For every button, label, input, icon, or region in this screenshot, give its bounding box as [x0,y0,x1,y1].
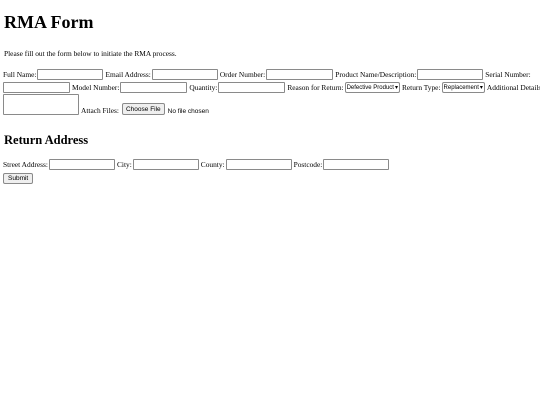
city-label: City: [116,160,132,169]
submit-button[interactable]: Submit [3,173,34,184]
reason-label: Reason for Return: [287,83,344,92]
file-status-text: No file chosen [167,108,209,115]
county-label: County: [200,160,225,169]
chevron-down-icon: ▾ [479,85,483,91]
street-label: Street Address: [3,160,48,169]
full-name-label: Full Name: [3,70,37,79]
choose-file-button[interactable]: Choose File [121,103,165,115]
additional-details-textarea[interactable] [3,94,79,115]
additional-details-label: Additional Details: [486,83,540,92]
model-number-label: Model Number: [72,83,120,92]
email-input[interactable] [151,69,218,80]
serial-number-label: Serial Number: [485,70,531,79]
reason-select-value: Defective Product [346,84,394,91]
form-row-3: Attach Files: Choose File No file chosen [3,94,209,115]
chevron-down-icon: ▾ [394,85,398,91]
page-title: RMA Form [4,12,94,32]
form-row-1: Full Name: Email Address: Order Number: … [3,69,532,80]
return-type-label: Return Type: [401,83,441,92]
reason-select[interactable]: Defective Product ▾ [344,82,400,93]
product-name-label: Product Name/Description: [335,70,417,79]
serial-number-input[interactable] [3,82,70,93]
form-row-2: Model Number: Quantity: Reason for Retur… [3,82,540,93]
full-name-input[interactable] [37,69,104,80]
street-input[interactable] [48,159,115,170]
intro-text: Please fill out the form below to initia… [4,49,177,58]
return-type-select-value: Replacement [443,84,479,91]
email-label: Email Address: [105,70,151,79]
attach-files-label: Attach Files: [81,106,119,115]
quantity-input[interactable] [218,82,286,93]
postcode-label: Postcode: [293,160,323,169]
city-input[interactable] [132,159,199,170]
return-type-select[interactable]: Replacement ▾ [441,82,485,93]
county-input[interactable] [225,159,292,170]
address-row: Street Address: City: County: Postcode: [3,159,390,170]
model-number-input[interactable] [120,82,188,93]
postcode-input[interactable] [323,159,390,170]
order-number-input[interactable] [266,69,334,80]
quantity-label: Quantity: [189,83,218,92]
product-name-input[interactable] [417,69,484,80]
return-address-heading: Return Address [4,133,89,147]
order-number-label: Order Number: [219,70,266,79]
